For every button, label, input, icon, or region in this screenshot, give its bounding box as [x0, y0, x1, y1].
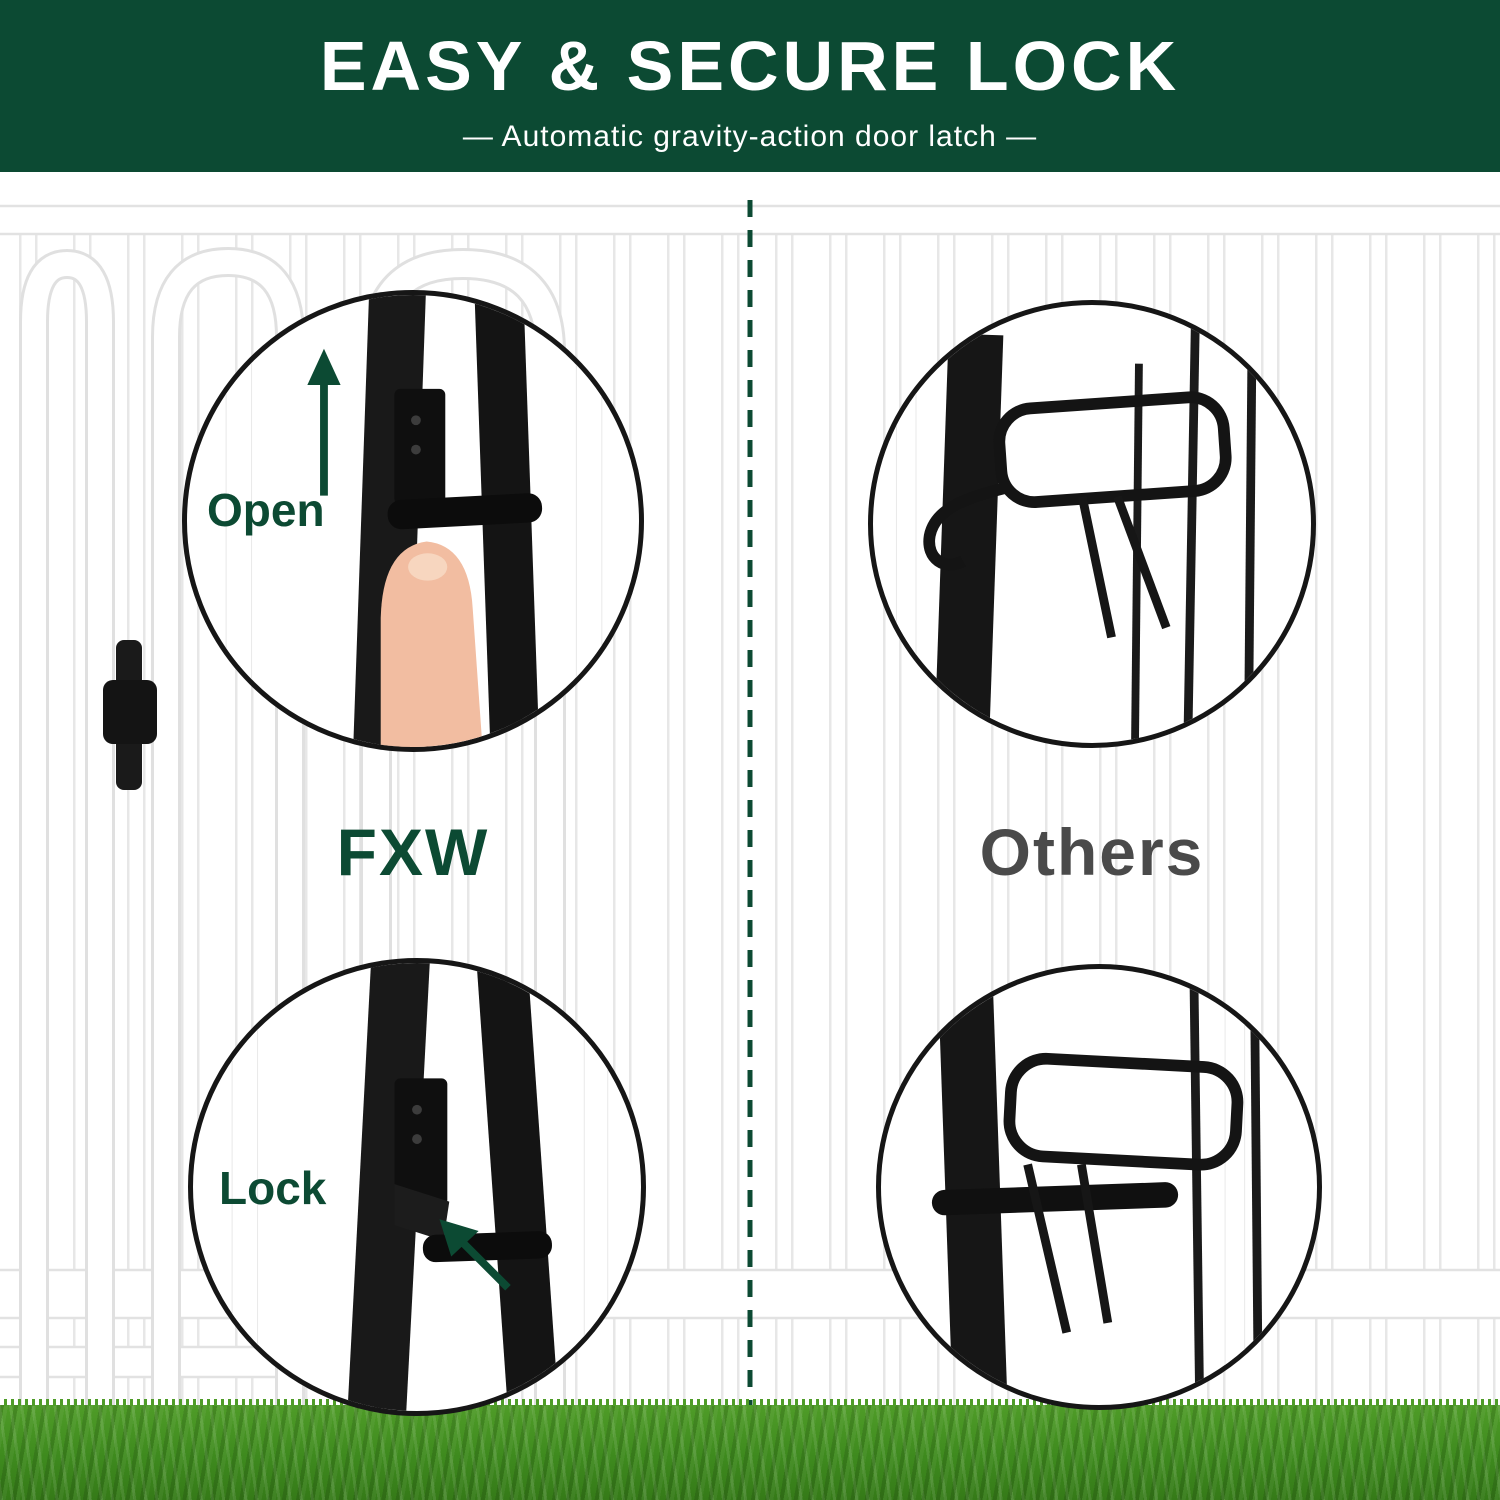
- wire-latch-loop: [1003, 1052, 1244, 1171]
- page-subtitle: — Automatic gravity-action door latch —: [462, 120, 1038, 153]
- fxw-brand-label: FXW: [336, 815, 490, 889]
- page-title: EASY & SECURE LOCK: [319, 27, 1181, 105]
- gate-frame-bar: [347, 963, 431, 1411]
- open-caption: Open: [207, 484, 325, 536]
- latch-handle: [422, 1231, 552, 1263]
- fence-wire: [1183, 305, 1201, 743]
- fence-wire: [1189, 969, 1205, 1405]
- fence-wire: [1250, 978, 1263, 1405]
- others-latch-detail-circle-top: [868, 300, 1316, 748]
- others-wire-latch-pin-photo: [931, 969, 1263, 1405]
- gate-hinge: [103, 640, 157, 790]
- others-brand-label: Others: [979, 815, 1205, 889]
- up-arrow-icon: [307, 348, 341, 496]
- fxw-open-latch-photo: [225, 295, 603, 747]
- header-banner: EASY & SECURE LOCK — Automatic gravity-a…: [0, 0, 1500, 172]
- fence-wire: [1244, 305, 1257, 743]
- finger: [380, 541, 483, 747]
- others-wire-latch-photo: [895, 305, 1257, 743]
- fence-arched-panels: [19, 246, 566, 1407]
- fxw-open-detail-circle: Open: [182, 290, 644, 752]
- gravity-latch-plate: [394, 1184, 450, 1241]
- comparison-scene: Open FXW Lock: [0, 172, 1500, 1500]
- grass-strip: [0, 1399, 1500, 1500]
- fence-frame-bar: [476, 963, 560, 1411]
- latch-handle: [387, 493, 543, 530]
- fence-post: [934, 333, 1004, 743]
- latch-bracket: [394, 1078, 448, 1206]
- lock-caption: Lock: [219, 1162, 327, 1214]
- latch-pin-rod: [931, 1182, 1179, 1216]
- wire-latch-loop: [993, 391, 1232, 508]
- fxw-lock-detail-circle: Lock: [188, 958, 646, 1416]
- latch-arrow-icon: [439, 1219, 511, 1291]
- fxw-locked-latch-photo: [231, 963, 609, 1411]
- wire-latch-hook: [923, 481, 1012, 571]
- others-latch-detail-circle-bottom: [876, 964, 1322, 1410]
